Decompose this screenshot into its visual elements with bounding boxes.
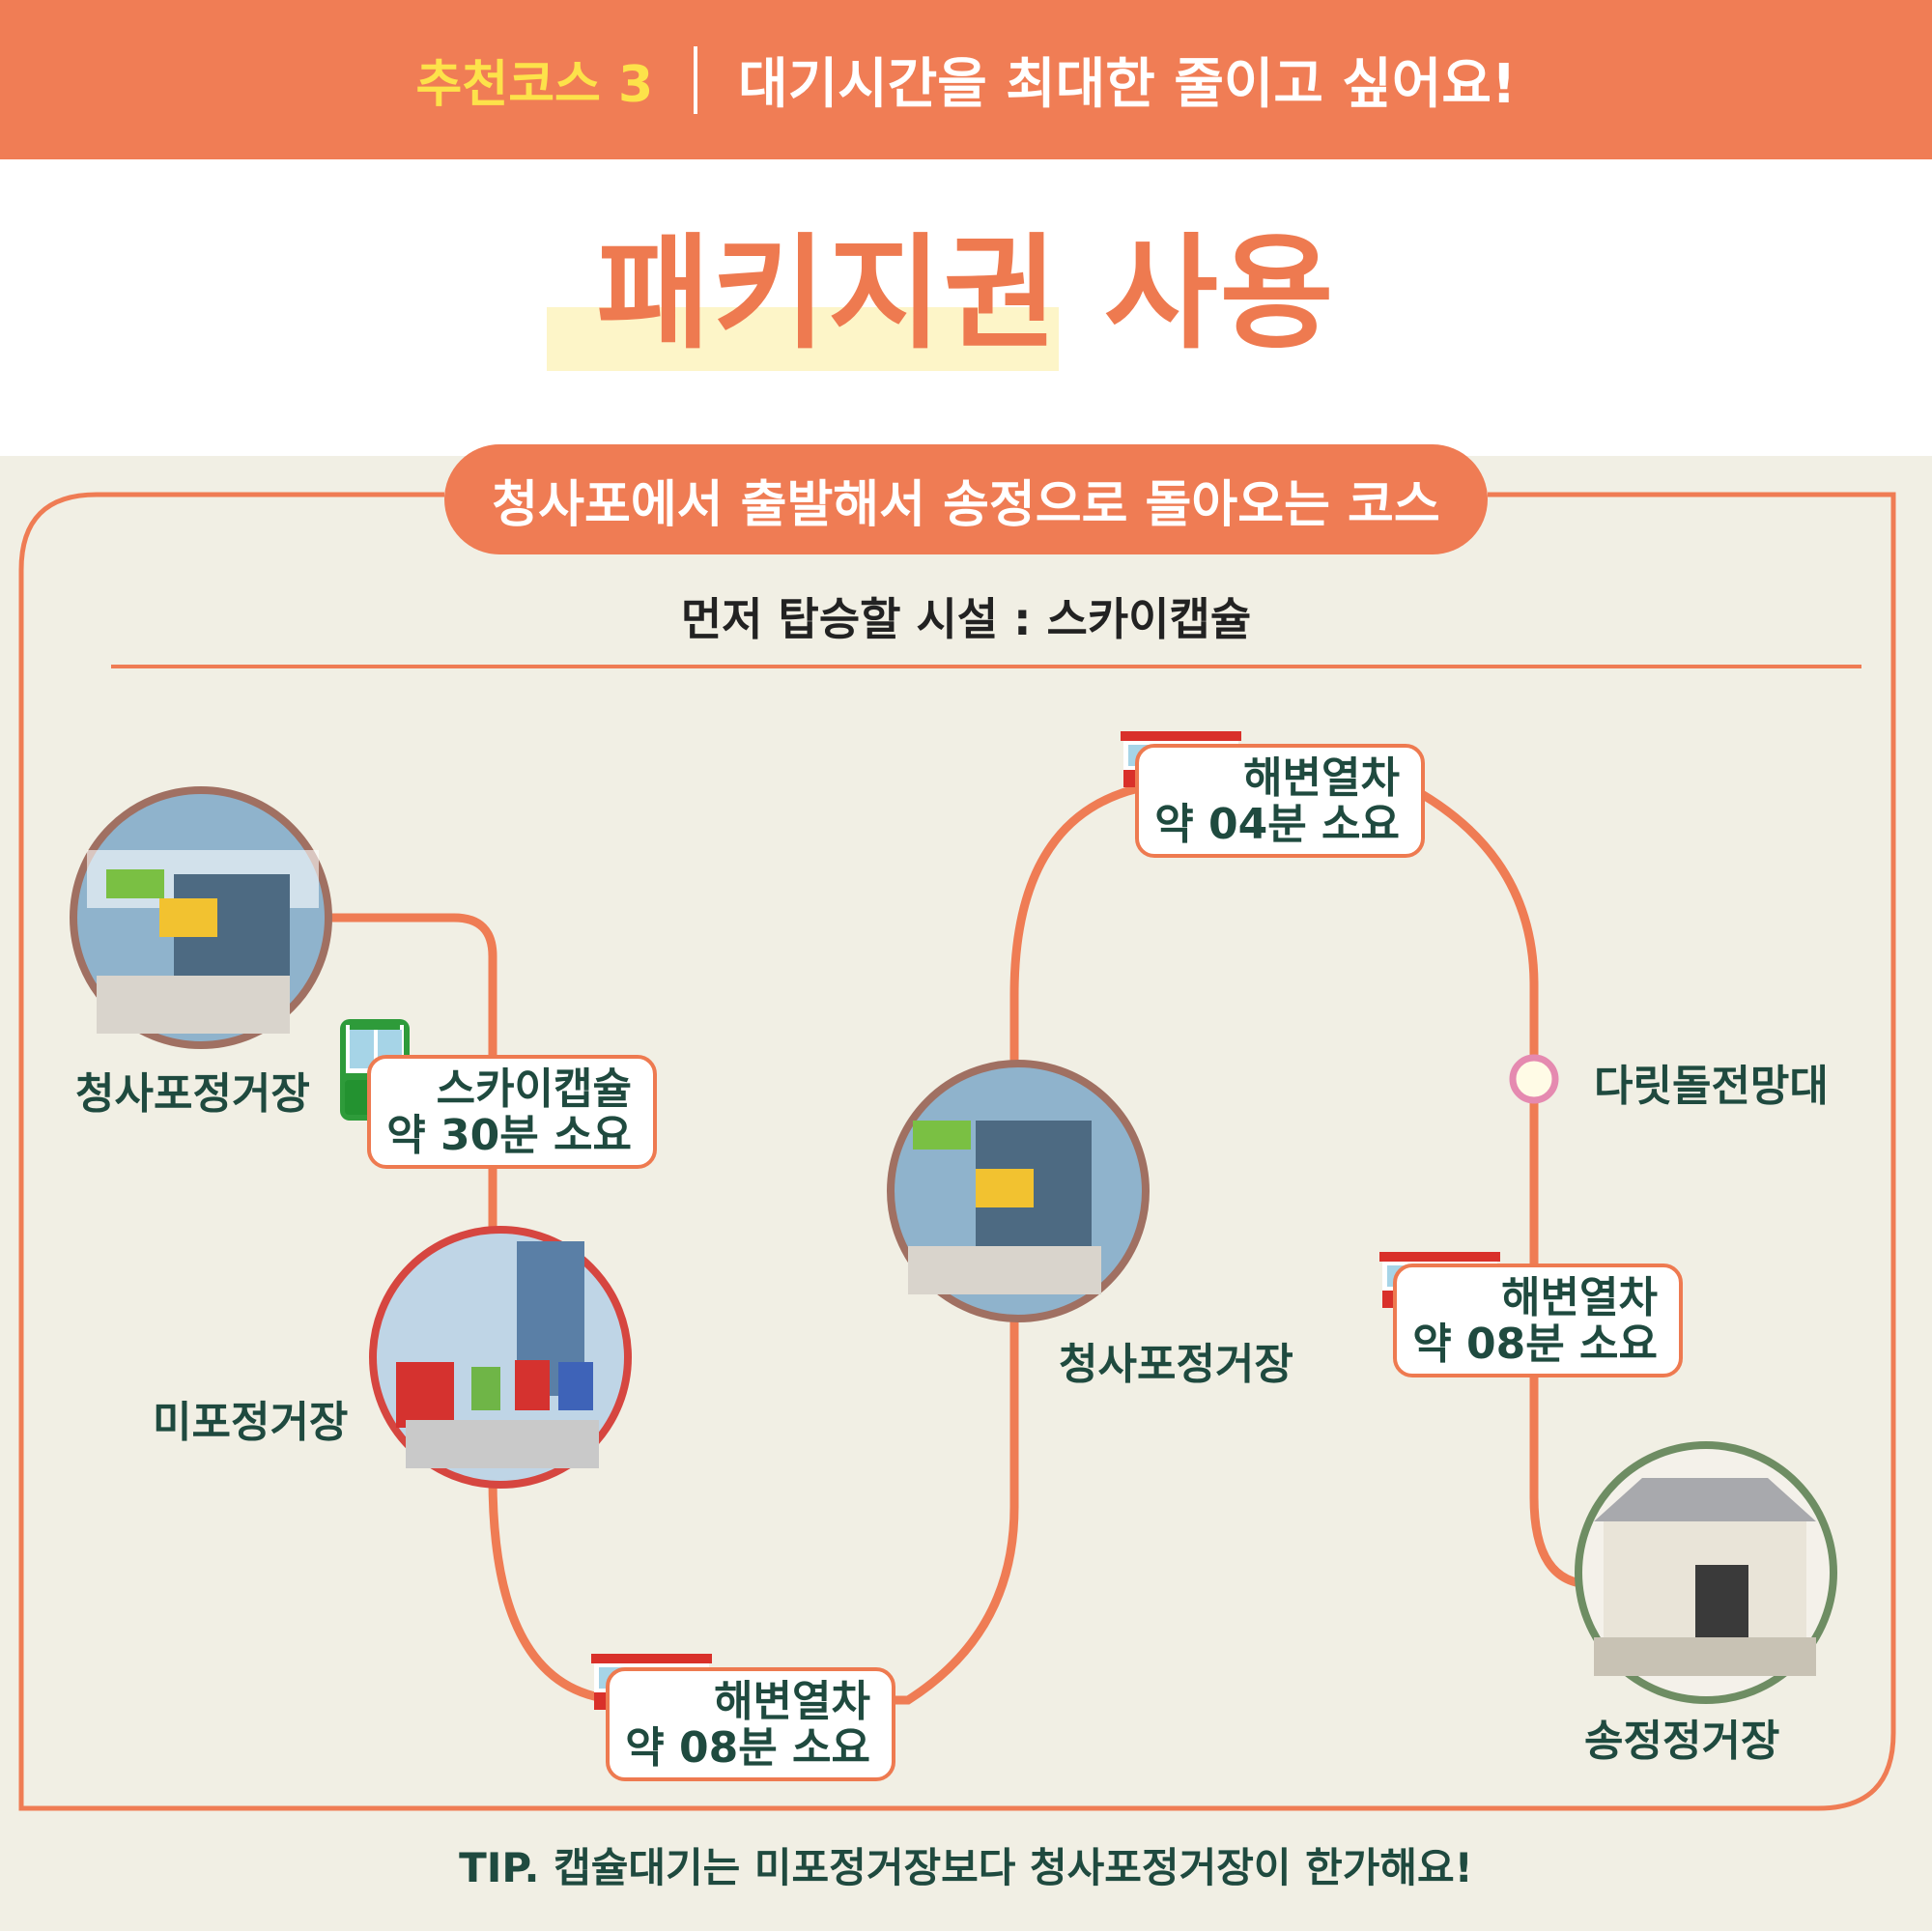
- segment-info-train-1: 해변열차 약 08분 소요: [606, 1667, 895, 1781]
- segment-time: 약 04분 소요: [1154, 800, 1400, 849]
- segment-vehicle: 해변열차: [1501, 1273, 1658, 1322]
- stop-marker-daritdol: [1509, 1054, 1559, 1104]
- header-subtitle: 대기시간을 최대한 줄이고 싶어요!: [738, 53, 1517, 116]
- divider-line: [111, 665, 1861, 668]
- segment-info-train-3: 해변열차 약 08분 소요: [1393, 1264, 1683, 1377]
- segment-info-skycapsule: 스카이캡슐 약 30분 소요: [367, 1055, 657, 1169]
- course-number: 추천코스 3: [415, 56, 654, 114]
- station-label-cheongsapo-1: 청사포정거장: [75, 1067, 310, 1129]
- segment-info-train-2: 해변열차 약 04분 소요: [1135, 744, 1425, 858]
- segment-time: 약 08분 소요: [1412, 1320, 1658, 1369]
- tip-text: TIP. 캡슐대기는 미포정거장보다 청사포정거장이 한가해요!: [459, 1844, 1473, 1891]
- header-bar: 추천코스 3 대기시간을 최대한 줄이고 싶어요!: [0, 0, 1932, 159]
- route-start-suffix: 에서 출발해서: [630, 475, 944, 534]
- segment-time: 약 08분 소요: [625, 1723, 870, 1773]
- segment-vehicle: 스카이캡슐: [436, 1065, 632, 1114]
- route-end-suffix: 으로 돌아오는 코스: [1035, 475, 1440, 534]
- photo-songjeong: [1575, 1441, 1837, 1704]
- station-label-cheongsapo-2: 청사포정거장: [1059, 1338, 1293, 1400]
- main-title: 패키지권 사용: [596, 222, 1336, 366]
- route-start: 청사포: [492, 423, 631, 536]
- main-title-area: 패키지권 사용: [0, 222, 1932, 377]
- segment-vehicle: 해변열차: [714, 1677, 870, 1726]
- photo-mipo: [369, 1226, 632, 1489]
- stop-label-daritdol: 다릿돌전망대: [1594, 1062, 1829, 1111]
- station-label-mipo: 미포정거장: [153, 1396, 349, 1458]
- panel-frame: [18, 492, 1896, 1811]
- route-end: 송정: [943, 423, 1036, 536]
- segment-vehicle: 해변열차: [1243, 753, 1400, 803]
- route-banner: 청사포 에서 출발해서 송정 으로 돌아오는 코스: [444, 423, 1488, 554]
- title-highlight: [547, 307, 1059, 371]
- route-line: [319, 778, 1597, 1705]
- photo-cheongsapo-2: [887, 1060, 1150, 1322]
- station-label-songjeong: 송정정거장: [1584, 1715, 1780, 1776]
- first-ride-text: 먼저 탑승할 시설 : 스카이캡슐: [680, 593, 1252, 645]
- segment-time: 약 30분 소요: [386, 1111, 632, 1160]
- header-divider: [694, 45, 698, 114]
- photo-cheongsapo-1: [70, 786, 332, 1049]
